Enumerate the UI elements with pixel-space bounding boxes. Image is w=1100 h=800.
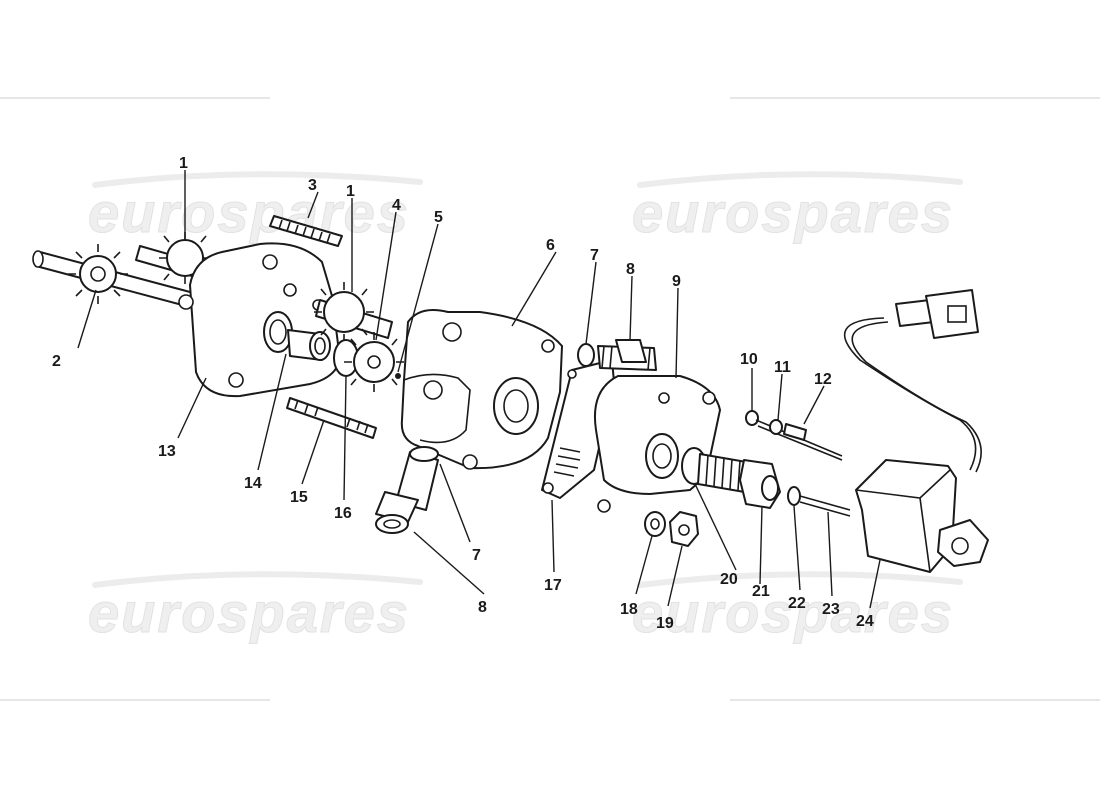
leader-lines xyxy=(77,170,881,609)
pump-body-6 xyxy=(400,309,563,470)
callout-4: 4 xyxy=(392,197,401,214)
union-fitting-8-left xyxy=(375,446,439,534)
callout-labels: 1 1 2 3 4 5 6 7 7 8 8 9 10 11 12 13 14 1… xyxy=(52,155,874,632)
callout-11: 11 xyxy=(774,359,791,376)
wire-harness xyxy=(843,317,982,473)
callout-20: 20 xyxy=(720,571,738,588)
callout-3: 3 xyxy=(308,177,317,194)
union-fitting-8-top xyxy=(577,339,657,371)
pressure-switch-24 xyxy=(855,459,989,573)
nut-19 xyxy=(669,511,699,547)
callout-19: 19 xyxy=(656,615,674,632)
ball-5 xyxy=(395,373,401,379)
page-border-lines xyxy=(0,97,1100,701)
callout-15: 15 xyxy=(290,489,308,506)
screw-12 xyxy=(783,423,807,441)
cover-plate-13 xyxy=(178,242,341,398)
bush-14 xyxy=(287,329,331,361)
callout-6: 6 xyxy=(546,237,555,254)
callout-21: 21 xyxy=(752,583,770,600)
nut-21 xyxy=(739,459,781,509)
valve-cover-9 xyxy=(594,375,721,513)
callout-22: 22 xyxy=(788,595,806,612)
callout-5: 5 xyxy=(434,209,443,226)
rod-23 xyxy=(799,495,851,517)
callout-10: 10 xyxy=(740,351,758,368)
stud-3 xyxy=(269,215,343,247)
watermark-bottom-right: eurospares xyxy=(632,571,963,645)
watermark-text: eurospares xyxy=(88,581,410,644)
idler-gear xyxy=(314,282,393,342)
callout-16: 16 xyxy=(334,505,352,522)
stud-15 xyxy=(286,397,377,439)
callout-23: 23 xyxy=(822,601,840,618)
washer-18 xyxy=(644,511,666,537)
callout-7b: 7 xyxy=(472,547,481,564)
gear-16 xyxy=(333,332,404,392)
callout-14: 14 xyxy=(244,475,262,492)
watermark-top-right: eurospares xyxy=(632,171,963,245)
callout-12: 12 xyxy=(814,371,832,388)
callout-18: 18 xyxy=(620,601,638,618)
callout-13: 13 xyxy=(158,443,176,460)
callout-1b: 1 xyxy=(346,183,355,200)
washer-22 xyxy=(787,486,801,506)
watermark-bottom-left: eurospares xyxy=(88,571,423,645)
watermark-text: eurospares xyxy=(632,581,954,644)
shaft-gear xyxy=(68,244,128,304)
washer-11 xyxy=(769,419,783,435)
callout-8b: 8 xyxy=(478,599,487,616)
electrical-connector xyxy=(895,289,979,339)
callout-17: 17 xyxy=(544,577,562,594)
watermark-text: eurospares xyxy=(632,181,954,244)
watermark-text: eurospares xyxy=(88,181,410,244)
watermark-top-left: eurospares xyxy=(88,171,423,245)
callout-1a: 1 xyxy=(179,155,188,172)
callout-2: 2 xyxy=(52,353,61,370)
callout-8a: 8 xyxy=(626,261,635,278)
callout-9: 9 xyxy=(672,273,681,290)
callout-7a: 7 xyxy=(590,247,599,264)
callout-24: 24 xyxy=(856,613,874,630)
